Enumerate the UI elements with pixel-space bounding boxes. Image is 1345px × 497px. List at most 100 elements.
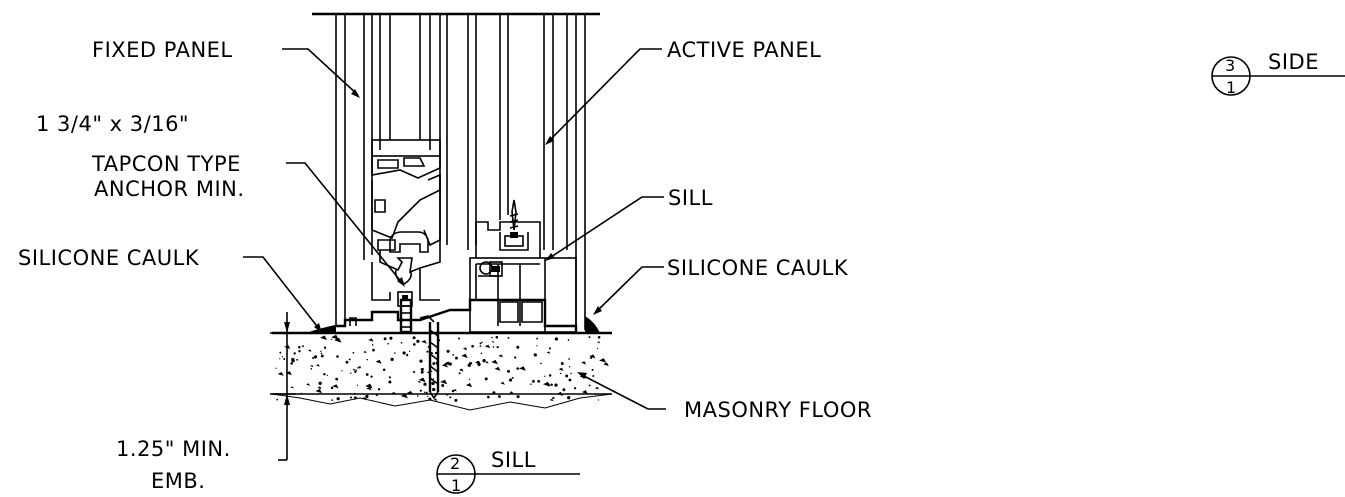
aggregate-speck: [296, 358, 299, 361]
aggregate-speck: [543, 381, 551, 387]
aggregate-speck: [573, 387, 577, 390]
aggregate-speck: [591, 368, 594, 371]
callout-sill-number: 2: [450, 454, 460, 473]
detail-callout-side: 3 1 SIDE: [1211, 50, 1345, 97]
aggregate-speck: [291, 357, 295, 362]
aggregate-speck: [536, 345, 538, 347]
aggregate-speck: [402, 351, 406, 355]
aggregate-speck: [326, 374, 328, 376]
aggregate-speck: [320, 352, 323, 355]
aggregate-speck: [491, 336, 493, 339]
aggregate-speck: [394, 352, 396, 354]
aggregate-speck: [368, 338, 374, 342]
embedment-label-line1: 1.25" MIN.: [116, 437, 231, 461]
aggregate-speck: [485, 361, 489, 364]
aggregate-speck: [597, 336, 601, 339]
aggregate-speck: [412, 343, 416, 346]
aggregate-speck: [452, 354, 455, 356]
aggregate-speck: [357, 367, 359, 369]
aggregate-speck: [433, 398, 438, 401]
aggregate-speck: [320, 335, 327, 341]
silicone-caulk-left-label: SILICONE CAULK: [18, 246, 200, 270]
aggregate-speck: [345, 360, 349, 364]
aggregate-speck: [365, 383, 373, 389]
aggregate-speck: [352, 351, 355, 354]
aggregate-speck: [537, 379, 541, 383]
aggregate-speck: [318, 381, 322, 385]
aggregate-speck: [594, 386, 599, 390]
aggregate-speck: [281, 356, 284, 358]
caulk-beads: [306, 316, 600, 333]
aggregate-speck: [419, 389, 422, 392]
aggregate-speck: [540, 362, 542, 365]
aggregate-speck: [558, 367, 564, 371]
aggregate-speck: [458, 368, 464, 372]
aggregate-speck: [519, 366, 526, 371]
aggregate-speck: [354, 370, 357, 373]
aggregate-speck: [421, 340, 427, 344]
aggregate-speck: [467, 363, 471, 367]
detail-callout-sill: 2 1 SILL: [436, 448, 580, 495]
aggregate-speck: [388, 380, 392, 384]
fixed-panel-extrusion: [371, 139, 441, 307]
aggregate-speck: [323, 346, 327, 349]
aggregate-speck: [419, 359, 423, 363]
aggregate-speck: [354, 396, 357, 400]
aggregate-speck: [315, 388, 322, 394]
aggregate-speck: [283, 358, 286, 360]
aggregate-speck: [290, 362, 294, 365]
aggregate-speck: [431, 381, 435, 386]
callout-sill-sheet: 1: [451, 476, 461, 495]
sill-label: SILL: [668, 186, 713, 210]
aggregate-speck: [365, 373, 369, 376]
aggregate-speck: [434, 351, 438, 355]
aggregate-speck: [491, 359, 498, 365]
aggregate-speck: [306, 383, 310, 386]
active-panel-label: ACTIVE PANEL: [667, 38, 821, 62]
aggregate-speck: [570, 372, 572, 375]
aggregate-speck: [492, 392, 494, 394]
aggregate-speck: [562, 388, 566, 392]
aggregate-speck: [482, 359, 486, 363]
tapcon-anchor: [399, 298, 440, 400]
aggregate-speck: [372, 400, 374, 402]
aggregate-speck: [382, 368, 386, 371]
aggregate-speck: [298, 350, 301, 353]
aggregate-speck: [516, 345, 520, 349]
aggregate-speck: [484, 377, 488, 381]
aggregate-speck: [458, 372, 461, 375]
aggregate-speck: [425, 391, 428, 394]
aggregate-speck: [412, 336, 416, 340]
aggregate-speck: [387, 342, 389, 345]
aggregate-speck: [550, 383, 553, 387]
aggregate-speck: [320, 354, 324, 358]
aggregate-speck: [567, 339, 570, 341]
aggregate-speck: [336, 355, 339, 358]
aggregate-speck: [510, 391, 513, 395]
aggregate-speck: [336, 397, 340, 401]
aggregate-speck: [312, 356, 315, 360]
masonry-floor-label: MASONRY FLOOR: [684, 398, 872, 422]
aggregate-speck: [589, 354, 596, 359]
aggregate-speck: [279, 358, 281, 360]
aggregate-speck: [454, 398, 458, 402]
aggregate-speck: [462, 347, 468, 351]
aggregate-speck: [364, 397, 367, 400]
aggregate-speck: [552, 396, 555, 400]
aggregate-speck: [427, 397, 433, 401]
aggregate-speck: [465, 383, 473, 388]
aggregate-speck: [549, 398, 554, 402]
aggregate-speck: [532, 380, 535, 383]
aggregate-speck: [423, 391, 426, 393]
aggregate-speck: [568, 358, 570, 360]
aggregate-speck: [455, 356, 458, 360]
aggregate-speck: [370, 375, 373, 378]
aggregate-speck: [530, 383, 532, 385]
aggregate-speck: [332, 384, 339, 389]
anchor-label-line3: ANCHOR MIN.: [94, 177, 245, 201]
aggregate-speck: [350, 372, 352, 374]
aggregate-speck: [536, 337, 539, 340]
aggregate-speck: [389, 336, 393, 340]
aggregate-speck: [492, 346, 495, 348]
aggregate-speck: [275, 367, 277, 369]
